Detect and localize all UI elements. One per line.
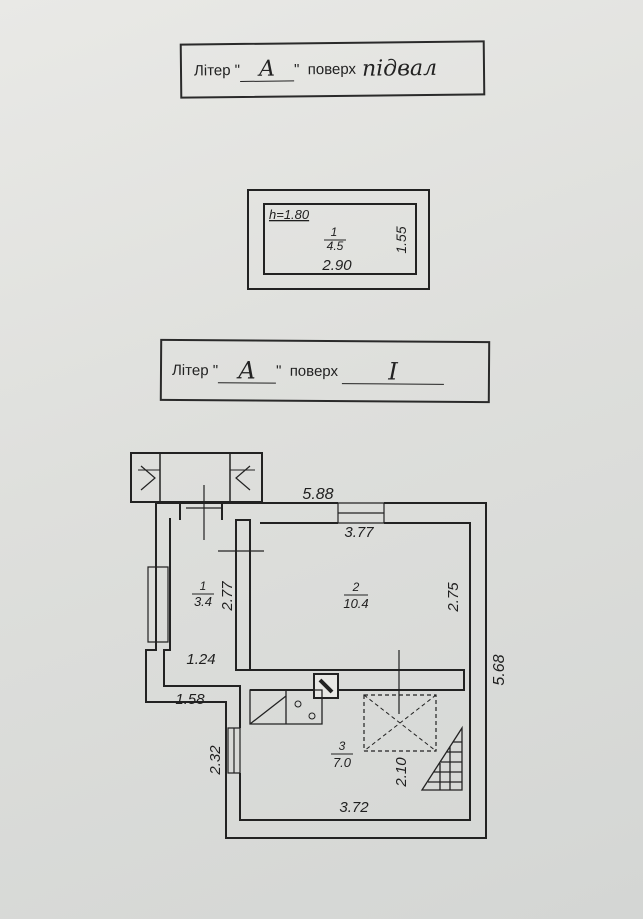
basement-hatch (363, 694, 437, 752)
dim-left-lower: 2.32 (207, 745, 224, 776)
basement-outer-wall (247, 189, 430, 290)
floor1-plan (130, 452, 487, 839)
window-left (147, 566, 169, 643)
room1-height: 2.77 (219, 581, 236, 612)
room3-number: 3 (339, 739, 346, 753)
dim-right-total: 5.68 (491, 654, 508, 685)
room2-right: 2.75 (445, 582, 462, 613)
basement-plan (247, 189, 430, 290)
room1-width: 1.24 (186, 651, 215, 668)
room3-bottom: 3.72 (339, 799, 369, 816)
room2-area: 10.4 (343, 596, 368, 611)
window-lower-left (227, 727, 241, 774)
basement-room-number: 1 (331, 225, 338, 239)
basement-room-area: 4.5 (327, 239, 344, 253)
door-room3 (380, 650, 418, 714)
room2-number: 2 (352, 580, 360, 594)
basement-depth: 1.55 (393, 226, 409, 253)
entrance-porch (130, 452, 263, 503)
room3-area: 7.0 (333, 755, 352, 770)
basement-height-label: h=1.80 (269, 207, 310, 222)
basement-inner-wall (263, 203, 417, 275)
staircase (420, 725, 463, 791)
dim-offset-left: 1.58 (175, 691, 205, 708)
room1-number: 1 (200, 579, 207, 593)
floor1-inner-wall (163, 518, 471, 821)
dim-top-total: 5.88 (302, 486, 333, 503)
stove (249, 689, 323, 725)
room3-right: 2.10 (393, 757, 410, 788)
partition-room1-room2 (179, 503, 251, 671)
basement-width: 2.90 (321, 257, 352, 274)
partition-horizontal (250, 669, 465, 691)
room1-area: 3.4 (194, 594, 212, 609)
window-top (337, 502, 385, 524)
step-arrow-right (235, 465, 251, 491)
step-arrow-left (140, 465, 156, 491)
room2-top: 3.77 (344, 524, 374, 541)
